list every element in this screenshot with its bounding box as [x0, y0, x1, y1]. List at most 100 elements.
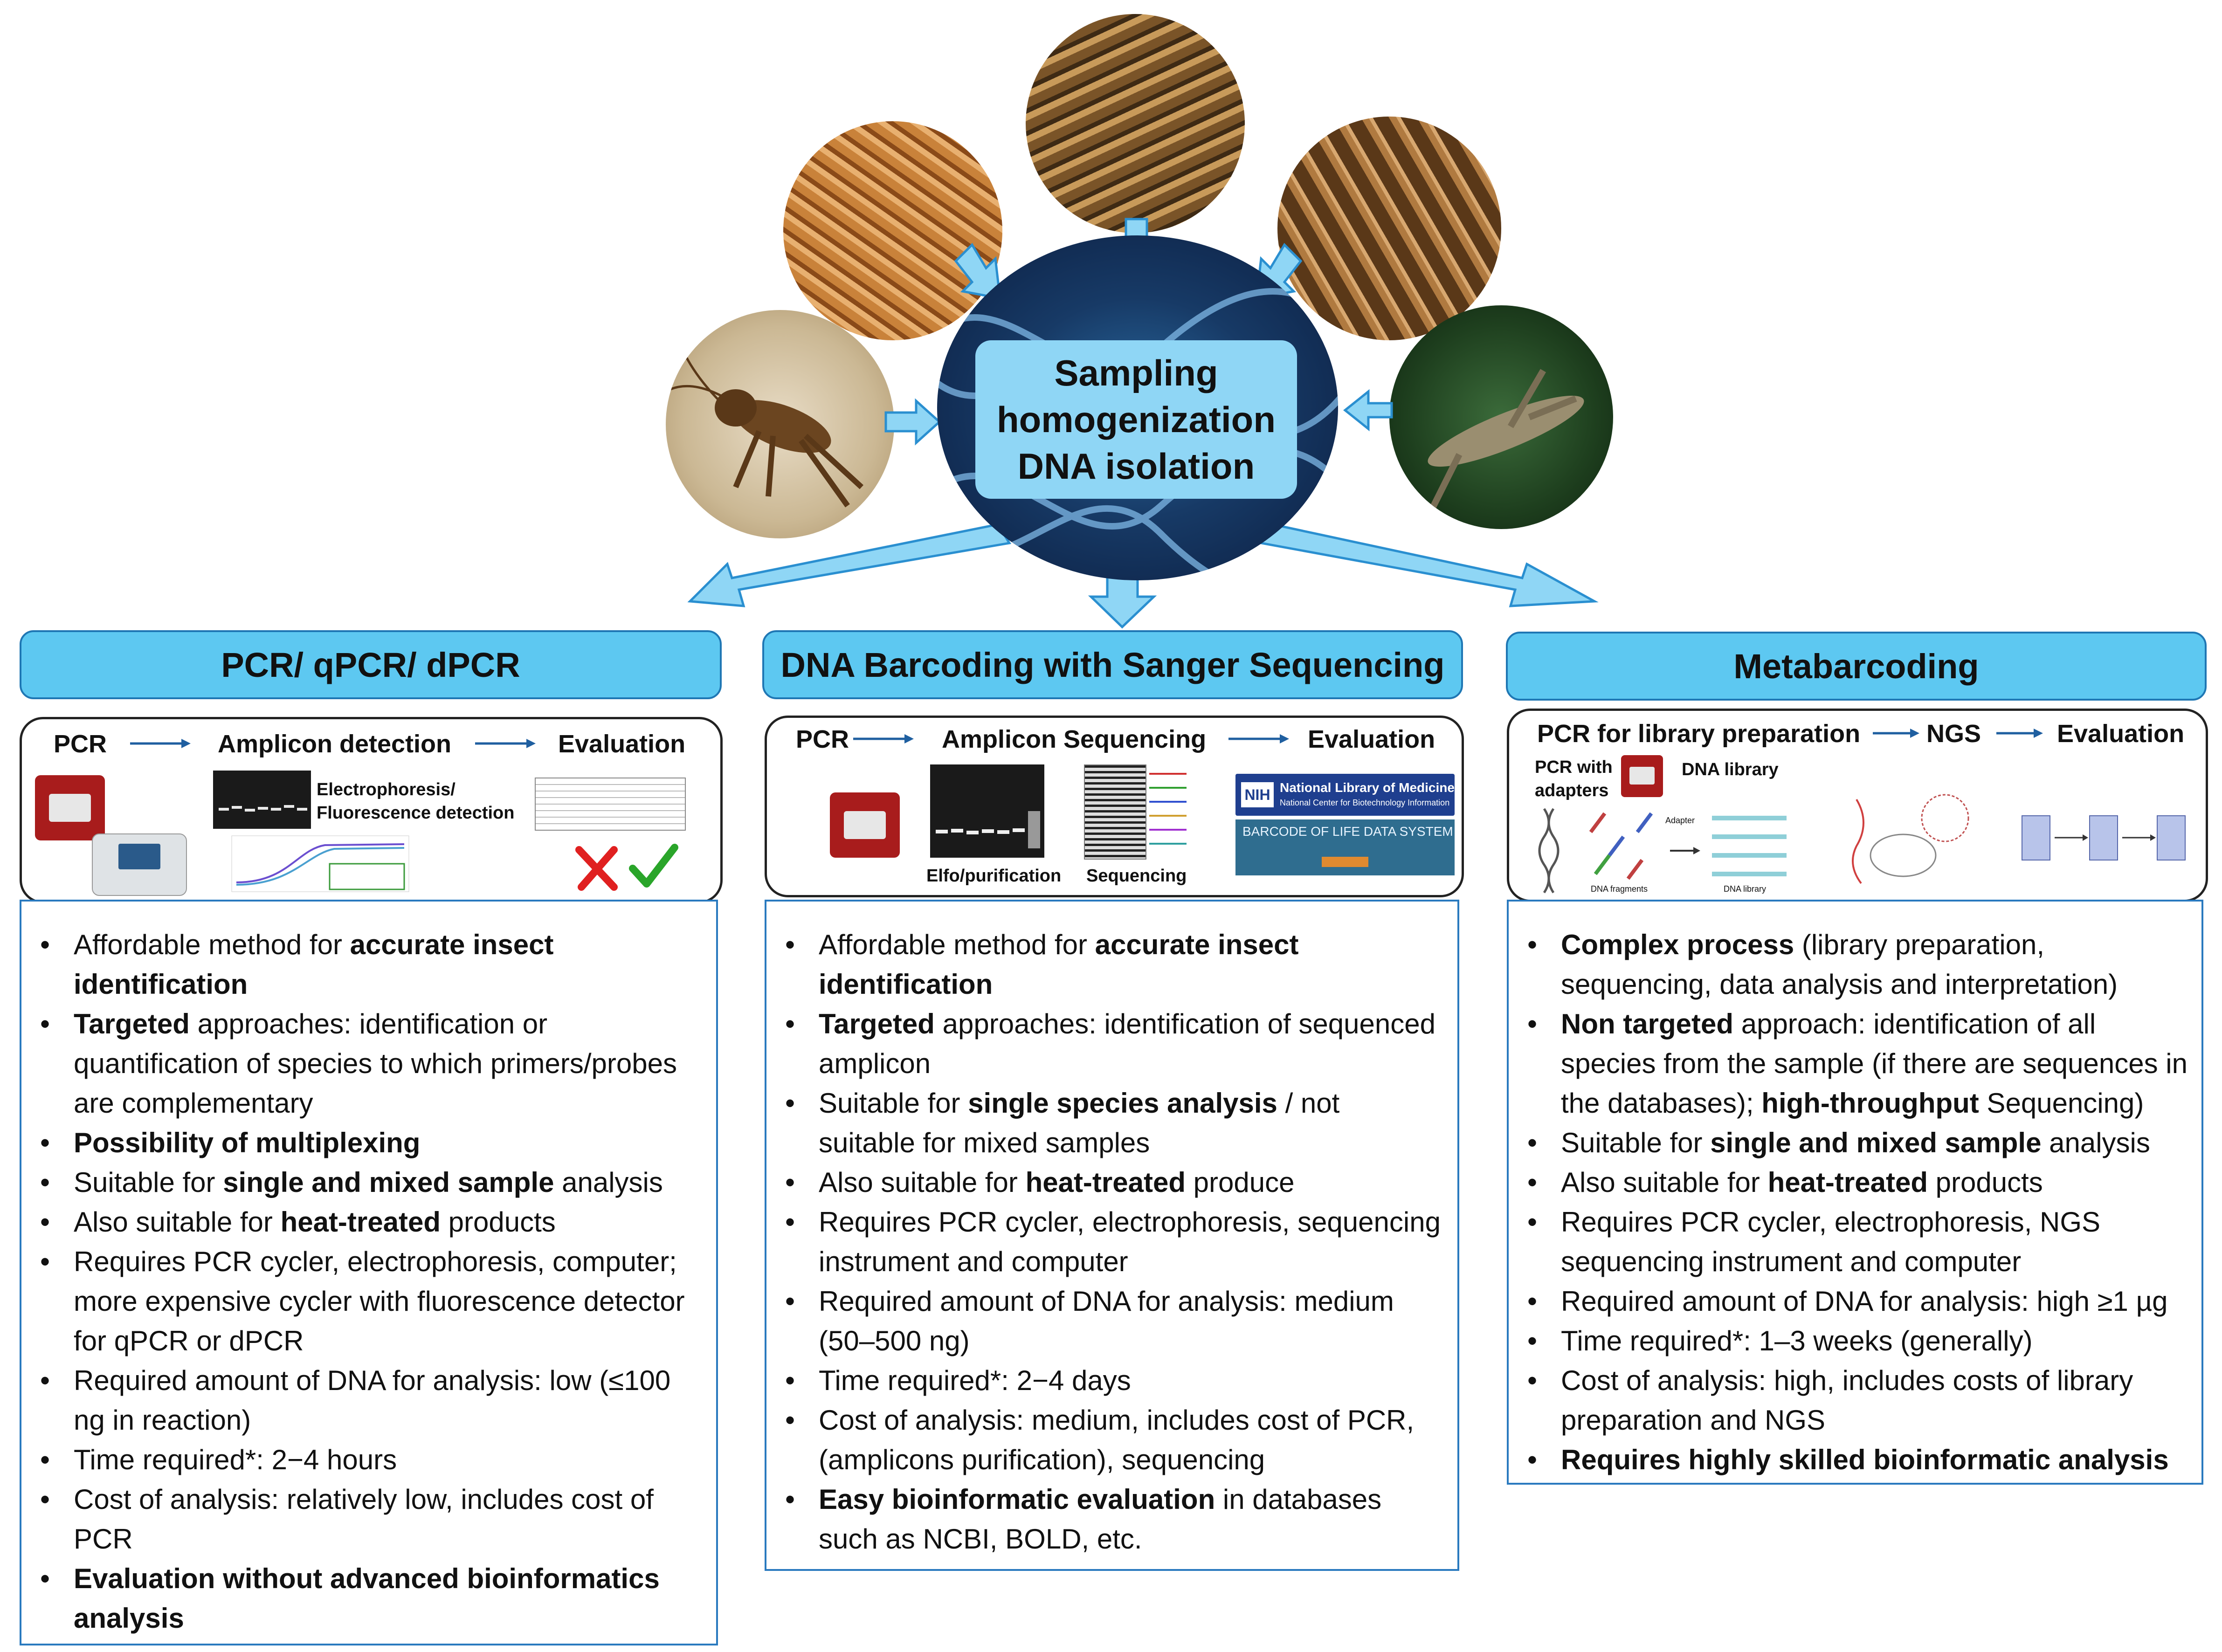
- feature-text: Affordable method for: [819, 929, 1095, 960]
- feature-item: Affordable method for accurate insect id…: [40, 925, 702, 1004]
- features-list-metabarcoding: Complex process (library preparation, se…: [1507, 900, 2203, 1485]
- mealworm-closeup-photo: [1026, 14, 1245, 233]
- feature-text: analysis: [554, 1167, 663, 1198]
- feature-text: in databases such as NCBI, BOLD, etc.: [819, 1484, 1382, 1555]
- feature-text: products: [1927, 1167, 2043, 1198]
- feature-item: Requires PCR cycler, electrophoresis, se…: [785, 1202, 1443, 1281]
- feature-text: products: [440, 1206, 556, 1238]
- feature-text-bold: Complex process: [1561, 929, 1794, 960]
- qpcr-instrument-icon: [92, 833, 187, 896]
- feature-text: produce: [1185, 1167, 1295, 1198]
- results-table-icon: [535, 778, 686, 831]
- locust-photo: [1389, 305, 1613, 529]
- feature-text: Requires PCR cycler, electrophoresis, co…: [74, 1246, 685, 1356]
- feature-list: Affordable method for accurate insect id…: [40, 925, 702, 1638]
- ngs-illustration: [1852, 794, 1969, 884]
- step-label: Evaluation: [558, 730, 686, 758]
- feature-item: Possibility of multiplexing: [40, 1123, 702, 1163]
- column-header-pcr: PCR/ qPCR/ dPCR: [20, 630, 722, 699]
- feature-text-bold: accurate insect identification: [74, 929, 554, 1000]
- checkmark-icon: [629, 844, 678, 888]
- step-sublabel: DNA library: [1682, 760, 1779, 779]
- feature-text: Cost of analysis: high, includes costs o…: [1561, 1365, 2133, 1436]
- feature-text: approaches: identification of sequenced …: [819, 1008, 1436, 1079]
- feature-item: Suitable for single and mixed sample ana…: [1527, 1123, 2187, 1163]
- feature-text: (library preparation, sequencing, data a…: [1561, 929, 2118, 1000]
- feature-item: Required amount of DNA for analysis: med…: [785, 1281, 1443, 1361]
- ncbi-logo: NIH National Library of Medicine Nationa…: [1235, 774, 1455, 816]
- thermocycler-icon: [830, 792, 900, 858]
- step-sublabel: Elfo/purification: [926, 866, 1062, 886]
- thermocycler-icon: [1621, 755, 1663, 797]
- feature-text: Cost of analysis: medium, includes cost …: [819, 1404, 1415, 1475]
- feature-text-bold: Targeted: [74, 1008, 190, 1039]
- feature-item: Non targeted approach: identification of…: [1527, 1004, 2187, 1123]
- feature-item: Cost of analysis: relatively low, includ…: [40, 1480, 702, 1559]
- feature-item: Evaluation without advanced bioinformati…: [40, 1559, 702, 1638]
- feature-text: approach: identification of all species …: [1561, 1008, 2187, 1119]
- bold-systems-logo: BARCODE OF LIFE DATA SYSTEM: [1235, 819, 1455, 875]
- feature-text-bold: single and mixed sample: [223, 1167, 554, 1198]
- feature-text: Requires PCR cycler, electrophoresis, se…: [819, 1206, 1441, 1277]
- feature-item: Time required*: 2−4 days: [785, 1361, 1443, 1400]
- feature-text-bold: heat-treated: [1767, 1167, 1928, 1198]
- feature-text: Time required*: 1–3 weeks (generally): [1561, 1325, 2033, 1356]
- feature-text: analysis: [2041, 1127, 2150, 1158]
- feature-item: Complex process (library preparation, se…: [1527, 925, 2187, 1004]
- feature-item: Requires PCR cycler, electrophoresis, NG…: [1527, 1202, 2187, 1281]
- cricket-icon: [670, 328, 864, 508]
- feature-item: Also suitable for heat-treated products: [40, 1202, 702, 1242]
- gel-electrophoresis-icon: [930, 764, 1044, 858]
- feature-text-bold: Easy bioinformatic evaluation: [819, 1484, 1215, 1515]
- feature-text: approaches: identification or quantifica…: [74, 1008, 677, 1119]
- feature-item: Cost of analysis: high, includes costs o…: [1527, 1361, 2187, 1440]
- step-sublabel: adapters: [1535, 781, 1609, 800]
- column-header-barcoding: DNA Barcoding with Sanger Sequencing: [762, 630, 1463, 699]
- arrow-right-icon: [1228, 734, 1289, 743]
- arrow-right-icon: [853, 734, 914, 743]
- step-sublabel: PCR with: [1535, 757, 1613, 777]
- step-label: PCR: [796, 725, 849, 753]
- feature-text-bold: heat-treated: [1025, 1167, 1186, 1198]
- cross-icon: [575, 846, 618, 891]
- feature-item: Targeted approaches: identification or q…: [40, 1004, 702, 1123]
- mealworm-photo: [783, 121, 1002, 340]
- mini-label: DNA library: [1724, 884, 1767, 894]
- center-line-3: DNA isolation: [1017, 446, 1255, 487]
- feature-text: Also suitable for: [74, 1206, 281, 1238]
- feature-text-bold: Evaluation without advanced bioinformati…: [74, 1563, 660, 1634]
- feature-text: Cost of analysis: relatively low, includ…: [74, 1484, 654, 1555]
- feature-text: Also suitable for: [819, 1167, 1026, 1198]
- features-list-pcr: Affordable method for accurate insect id…: [20, 900, 718, 1645]
- step-label: PCR: [54, 730, 107, 758]
- feature-text: / not suitable for mixed samples: [819, 1088, 1340, 1158]
- bioinformatic-pipeline-icon: [2022, 815, 2186, 860]
- feature-text-bold: Requires highly skilled bioinformatic an…: [1561, 1444, 2169, 1475]
- chromatogram-icon: [1149, 773, 1187, 845]
- feature-text-bold: single and mixed sample: [1710, 1127, 2042, 1158]
- nlm-label: National Library of Medicine: [1280, 780, 1455, 795]
- detection-label: Fluorescence detection: [317, 803, 515, 823]
- method-panel-barcoding: PCR Amplicon Sequencing Evaluation Elfo/…: [765, 716, 1464, 897]
- feature-text-bold: accurate insect identification: [819, 929, 1299, 1000]
- feature-list: Complex process (library preparation, se…: [1527, 925, 2187, 1480]
- column-header-metabarcoding: Metabarcoding: [1506, 632, 2207, 701]
- method-panel-metabarcoding: PCR for library preparation NGS Evaluati…: [1507, 709, 2208, 902]
- feature-text: Required amount of DNA for analysis: low…: [74, 1365, 671, 1436]
- feature-text-bold: Possibility of multiplexing: [74, 1127, 421, 1158]
- center-line-2: homogenization: [997, 399, 1276, 440]
- method-panel-pcr: PCR Amplicon detection Evaluation Electr…: [20, 717, 723, 903]
- feature-item: Cost of analysis: medium, includes cost …: [785, 1400, 1443, 1480]
- feature-text: Affordable method for: [74, 929, 350, 960]
- process-center-box: Sampling homogenization DNA isolation: [975, 340, 1297, 499]
- nih-badge: NIH: [1241, 782, 1274, 807]
- step-label: Amplicon Sequencing: [942, 725, 1207, 753]
- feature-item: Time required*: 1–3 weeks (generally): [1527, 1321, 2187, 1361]
- feature-text: Sequencing): [1979, 1088, 2144, 1119]
- sequencing-gel-icon: [1084, 764, 1146, 860]
- feature-text-bold: heat-treated: [280, 1206, 441, 1238]
- amplification-curve-icon: [231, 835, 409, 892]
- feature-item: Time required*: 2−4 hours: [40, 1440, 702, 1480]
- feature-text-bold: Non targeted: [1561, 1008, 1734, 1039]
- arrow-right-icon: [1996, 729, 2043, 738]
